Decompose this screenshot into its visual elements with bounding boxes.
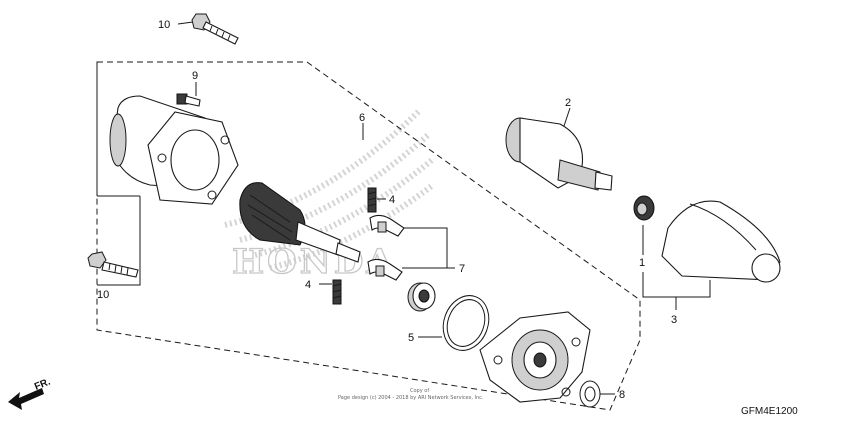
o-ring-5 xyxy=(442,295,490,351)
cap-3 xyxy=(661,200,781,283)
starter-clutch-2 xyxy=(505,117,613,191)
callout-3: 3 xyxy=(671,314,677,326)
callout-2: 2 xyxy=(565,97,571,109)
brush-holder-lower xyxy=(367,258,403,281)
bolt-10-top xyxy=(191,13,239,45)
o-ring-5-inner xyxy=(446,299,486,347)
copyright-line-1: Copy of xyxy=(410,388,429,394)
direction-label: FR. xyxy=(33,376,52,392)
callout-7: 7 xyxy=(459,263,465,275)
front-cover xyxy=(479,311,591,403)
honda-watermark-text: HONDA xyxy=(232,242,396,282)
spring-4-top xyxy=(367,187,377,213)
assembly-boundary xyxy=(96,61,641,411)
armature xyxy=(239,182,361,263)
leader-2 xyxy=(563,107,571,127)
leader-7 xyxy=(402,227,455,269)
callout-8: 8 xyxy=(619,389,625,401)
callout-10-bottom: 10 xyxy=(97,289,109,301)
washer-1 xyxy=(633,195,655,221)
washer-8 xyxy=(579,380,601,408)
callout-10-top: 10 xyxy=(158,19,170,31)
copyright-line-2: Page design (c) 2004 - 2018 by ARI Netwo… xyxy=(338,395,484,401)
bearing xyxy=(407,282,436,312)
spring-4-bottom xyxy=(332,279,342,305)
callout-6: 6 xyxy=(359,112,365,124)
callout-4-bottom: 4 xyxy=(305,279,311,291)
callout-9: 9 xyxy=(192,70,198,82)
callout-5: 5 xyxy=(408,332,414,344)
leader-bracket-bolts xyxy=(96,62,141,286)
brush-holder-upper xyxy=(369,214,405,237)
bolt-10-bottom xyxy=(87,251,139,278)
bolt-9 xyxy=(176,93,201,107)
front-direction-arrow xyxy=(8,388,44,410)
callout-4-top: 4 xyxy=(389,194,395,206)
callout-1: 1 xyxy=(639,257,645,269)
figure-code: GFM4E1200 xyxy=(741,406,798,417)
washer-8-inner xyxy=(584,386,596,402)
leader-10-top xyxy=(177,21,194,25)
motor-housing xyxy=(109,95,239,205)
